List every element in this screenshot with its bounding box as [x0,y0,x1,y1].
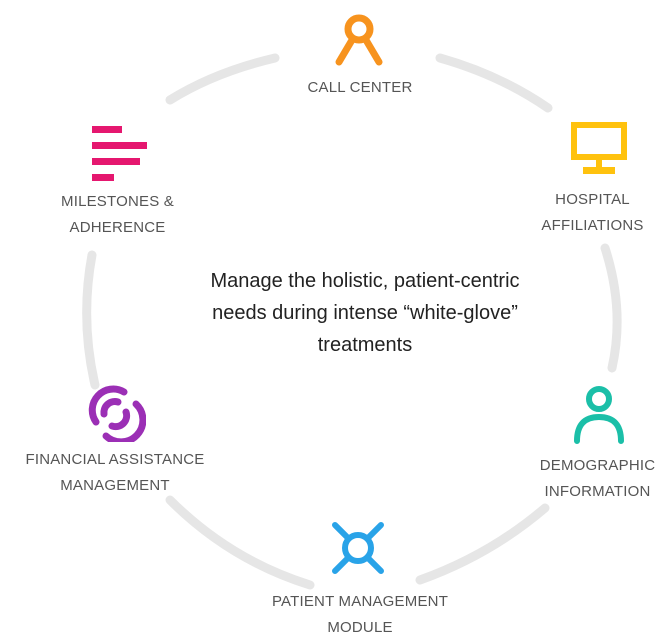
financial-assistance-management-label: FINANCIAL ASSISTANCE MANAGEMENT [25,451,205,494]
center-line: Manage the holistic, patient-centric [210,270,520,292]
ring-segment [415,503,550,585]
monitor-icon [571,122,627,174]
demographic-information-label: DEMOGRAPHIC INFORMATION [539,457,656,500]
ring-segment [82,250,100,390]
center-line: needs during intense “white-glove” [212,302,518,324]
milestones-adherence-label: MILESTONES & ADHERENCE [61,193,174,236]
satellite-icon [332,522,384,574]
ring-segment [165,53,280,105]
ring-segment [600,243,622,373]
call-center-label: CALL CENTER [307,79,413,96]
center-line: treatments [317,334,413,356]
swirl-icon [88,385,146,442]
person-icon [574,386,624,444]
center-statement: Manage the holistic, patient-centric nee… [165,265,565,361]
bars-icon [92,126,147,181]
ring-segment [435,53,553,113]
ring-segment [165,495,315,590]
location-pin-icon [335,14,383,66]
patient-management-module-label: PATIENT MANAGEMENT MODULE [271,593,449,636]
hospital-affiliations-label: HOSPITAL AFFILIATIONS [541,191,644,234]
